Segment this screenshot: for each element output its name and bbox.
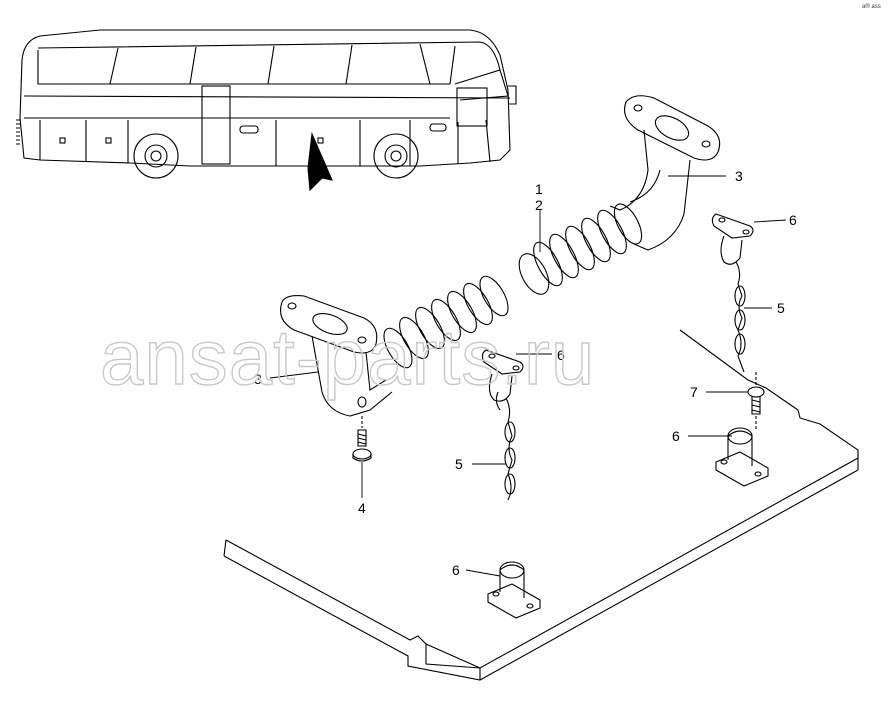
left-flange-hole-1 (287, 302, 297, 310)
bus-belt-line (23, 95, 511, 119)
bus-handle-2 (105, 137, 112, 144)
bus-roof-line (37, 41, 501, 71)
bus-rear-wheel-cap (150, 150, 162, 162)
bus-front-door (456, 87, 488, 127)
callout-5-right: 5 (777, 300, 785, 316)
clamp-item-6-bottom (487, 561, 541, 619)
right-flange-plate (623, 95, 721, 161)
corner-mark: a® ass (862, 3, 881, 10)
left-flange-bore (312, 312, 348, 336)
left-elbow-screw-hole (357, 396, 367, 408)
leader-lines (269, 175, 787, 577)
bus-rear-wheel (133, 133, 179, 179)
clip-item-6-top (711, 213, 754, 265)
watermark-text: ansat-parts.ru (100, 313, 595, 401)
callout-4: 4 (358, 500, 366, 516)
right-elbow-body (609, 129, 691, 251)
bus-location-arrow (307, 131, 333, 192)
tie-strap-item-5-right (734, 261, 746, 373)
right-bellows (518, 203, 643, 295)
floor-panel-thickness (223, 450, 859, 557)
left-bellows (383, 275, 509, 369)
clip-item-6-middle (481, 349, 524, 402)
callouts: 1 2 3 6 5 6 3 7 6 5 4 6 (254, 168, 797, 578)
tie-strap-item-5-left (495, 391, 516, 501)
bus-front-wheel-cap (390, 150, 402, 162)
bus-mid-door (201, 85, 231, 165)
callout-6-middle: 6 (557, 347, 565, 363)
bus-rear-grille (16, 119, 20, 145)
bus-windows (37, 43, 456, 85)
left-flange-plate (279, 295, 378, 354)
callout-7: 7 (690, 384, 698, 400)
bus-windshield (454, 69, 509, 101)
right-flange-bore (654, 115, 690, 141)
callout-6-right: 6 (672, 428, 680, 444)
bus-handle-3 (317, 137, 324, 144)
bus-handle-1 (59, 137, 66, 144)
left-elbow-body (311, 335, 393, 417)
floor-panel (223, 329, 859, 681)
callout-6-top: 6 (789, 212, 797, 228)
left-flange-hole-2 (357, 336, 367, 344)
right-flange-hole-1 (633, 104, 643, 112)
screw-item-4 (352, 416, 372, 462)
callout-3-right: 3 (735, 168, 743, 184)
clamp-item-6-right (715, 427, 769, 487)
bus-luggage-doors (39, 119, 491, 166)
bus-rear-wheel-hub (144, 144, 168, 168)
bus-front-wheel (373, 133, 419, 179)
right-elbow-rib (629, 169, 661, 203)
callout-1: 1 (535, 181, 543, 197)
bus-mirror (508, 85, 517, 105)
callout-2: 2 (535, 197, 543, 213)
floor-panel-bottom-edge (223, 469, 859, 681)
bus-handle-5 (429, 123, 447, 132)
callout-5-left: 5 (455, 456, 463, 472)
callout-3-left: 3 (254, 371, 262, 387)
bus-front-wheel-hub (384, 144, 408, 168)
bus-body-outline (19, 29, 511, 167)
bus-inset (16, 29, 517, 192)
right-flange-hole-2 (701, 140, 711, 148)
callout-6-bottom: 6 (452, 562, 460, 578)
floor-panel-step (425, 643, 481, 680)
duct-assembly (269, 95, 787, 619)
bus-handle-4 (239, 125, 259, 134)
